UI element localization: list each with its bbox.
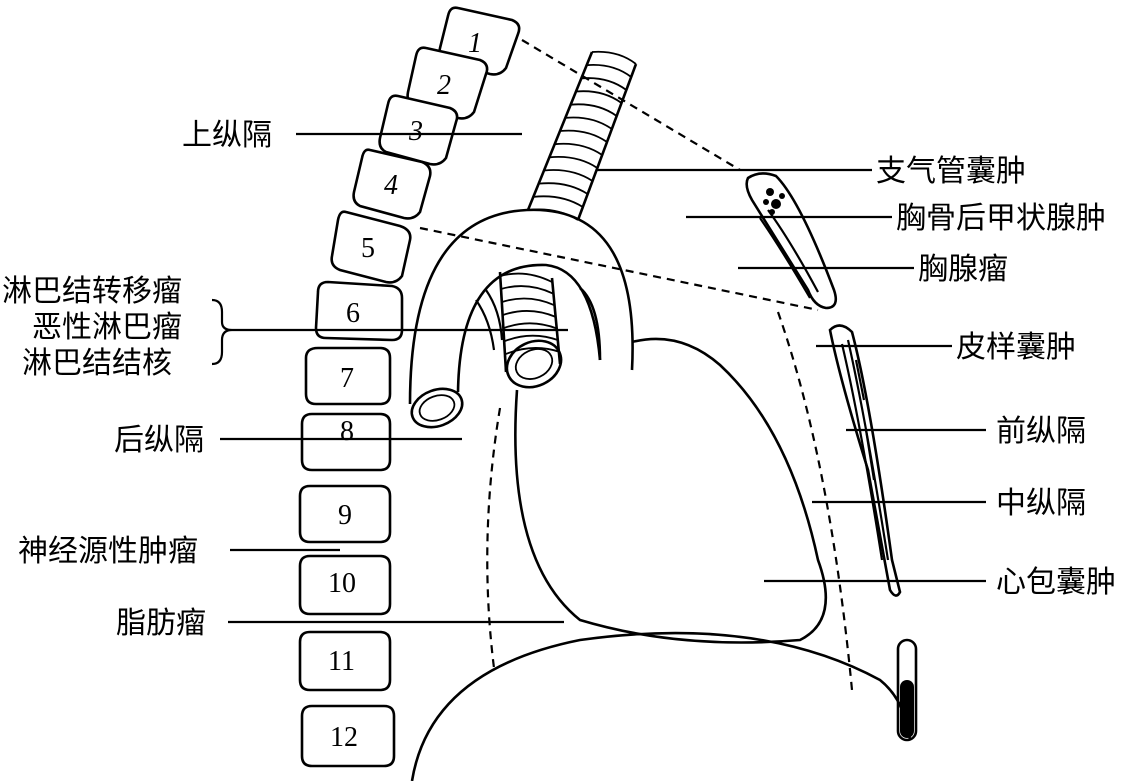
trachea-ring (560, 131, 607, 142)
bronchus-ring (500, 274, 552, 282)
lymph-brace (212, 300, 232, 364)
trachea-ring (565, 117, 612, 129)
aortic-arch (406, 210, 632, 434)
label-neurogenic-tumor: 神经源性肿瘤 (18, 534, 198, 569)
vertebra-6: 6 (316, 282, 402, 340)
thyroid-speckle (766, 188, 774, 196)
vertebra-label-9: 9 (338, 500, 352, 531)
vertebra-10: 10 (300, 556, 390, 614)
vertebra-label-12: 12 (330, 722, 358, 753)
vertebra-label-10: 10 (328, 568, 356, 599)
bronchus-ring (504, 323, 557, 328)
vertebra-label-1: 1 (468, 28, 482, 59)
trachea-ring (533, 196, 583, 207)
vertebra-label-7: 7 (340, 363, 354, 394)
label-lymph-metastasis: 淋巴结转移瘤 (2, 274, 182, 309)
trachea-ring (549, 157, 597, 168)
trachea-ring (544, 170, 593, 181)
compartment-boundaries (420, 40, 852, 690)
bronchus-ring (503, 311, 556, 317)
vertebra-4: 4 (354, 150, 431, 219)
vertebra-label-8: 8 (340, 416, 354, 447)
vertebra-12: 12 (302, 706, 394, 766)
bronchus-ring (501, 286, 553, 294)
bronchus-ring (505, 336, 559, 341)
vertebra-9: 9 (300, 486, 390, 542)
vertebra-label-2: 2 (437, 70, 451, 101)
label-lipoma: 脂肪瘤 (116, 606, 206, 641)
vertebra-label-6: 6 (346, 298, 360, 329)
label-posterior-mediastinum: 后纵隔 (114, 423, 204, 458)
vertebra-label-4: 4 (384, 170, 398, 201)
sternum (747, 173, 916, 740)
label-lymph-tuberculosis: 淋巴结结核 (22, 346, 172, 381)
label-dermoid-cyst: 皮样囊肿 (956, 330, 1076, 365)
label-substernal-thyroid: 胸骨后甲状腺肿 (896, 201, 1106, 236)
posterior-boundary-line (487, 408, 500, 668)
label-bronchogenic-cyst: 支气管囊肿 (876, 154, 1026, 189)
vertebra-11: 11 (300, 632, 390, 690)
trachea-ring (571, 104, 617, 116)
label-middle-mediastinum: 中纵隔 (996, 486, 1086, 521)
labels: 上纵隔 支气管囊肿 胸骨后甲状腺肿 胸腺瘤 淋巴结转移瘤 恶性淋巴瘤 淋巴结结核… (2, 118, 1116, 641)
heart (515, 339, 825, 643)
bronchus-ring (502, 299, 555, 306)
label-thymoma: 胸腺瘤 (918, 252, 1008, 287)
vertebra-7: 7 (306, 348, 390, 404)
vertebra-label-11: 11 (328, 646, 355, 677)
label-malignant-lymphoma: 恶性淋巴瘤 (32, 310, 182, 345)
bronchus (476, 272, 569, 396)
trachea-ring (576, 91, 622, 103)
label-superior-mediastinum: 上纵隔 (182, 118, 272, 153)
vertebra-label-3: 3 (408, 116, 423, 147)
trachea-ring (539, 183, 588, 194)
trachea-ring (555, 144, 603, 155)
trachea-ring (592, 52, 636, 64)
vertebra-5: 5 (332, 212, 411, 283)
label-anterior-mediastinum: 前纵隔 (996, 414, 1086, 449)
label-pericardial-cyst: 心包囊肿 (996, 565, 1116, 600)
diaphragm (412, 633, 910, 781)
trachea (528, 52, 636, 220)
vertebra-8: 8 (302, 414, 390, 470)
trachea-ring (587, 65, 632, 77)
vertebra-label-5: 5 (361, 233, 375, 264)
